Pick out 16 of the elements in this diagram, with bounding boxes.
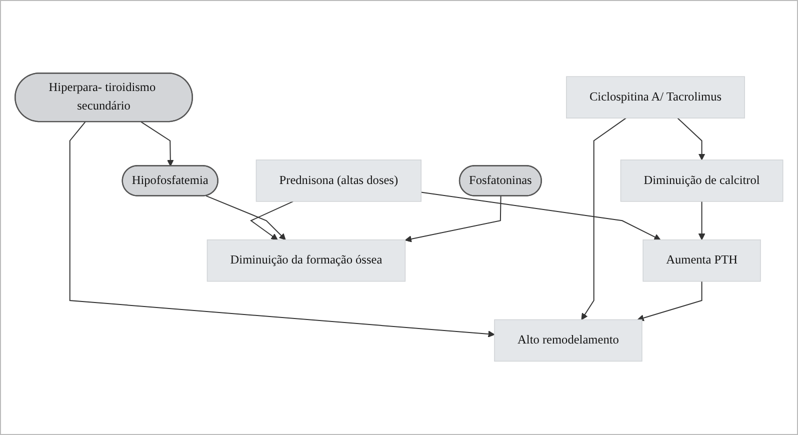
arrow <box>677 118 706 161</box>
node-box: Ciclospitina A/ Tacrolimus <box>566 76 745 119</box>
arrow <box>404 196 502 243</box>
arrow <box>140 122 174 167</box>
arrow <box>698 201 706 240</box>
arrow <box>69 122 495 338</box>
node-box: Alto remodelamento <box>494 320 642 362</box>
node-box: Diminuição da formação óssea <box>206 240 406 282</box>
arrow <box>420 192 661 240</box>
arrow <box>250 201 294 240</box>
arrow <box>637 281 702 322</box>
node-box: Prednisona (altas doses) <box>256 160 422 202</box>
node-box: Diminuição de calcitrol <box>620 160 784 202</box>
node-box: Aumenta PTH <box>642 240 761 282</box>
arrow <box>205 196 286 240</box>
arrow <box>581 118 627 320</box>
